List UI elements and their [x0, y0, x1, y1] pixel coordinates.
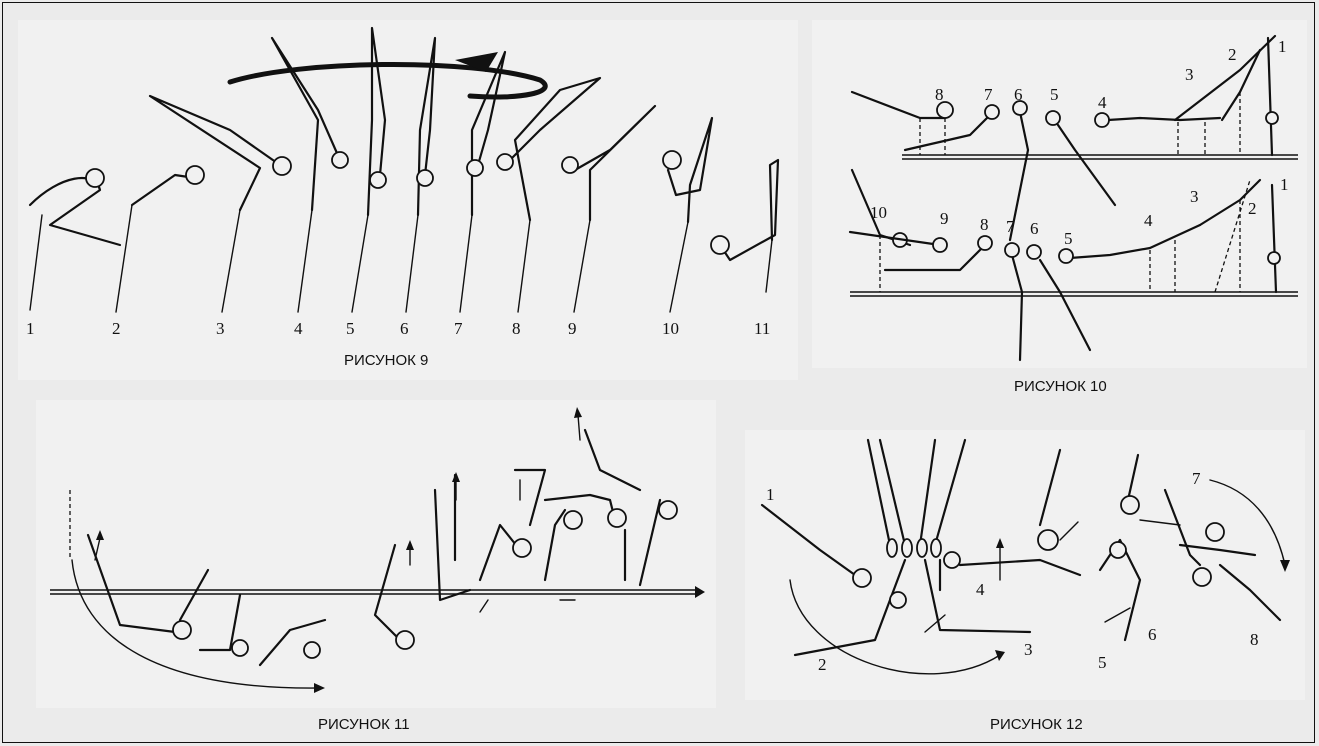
- fig12-label-3: 3: [1024, 640, 1033, 659]
- fig12-label-1: 1: [766, 485, 775, 504]
- fig12-figures: [762, 440, 1280, 655]
- fig12-label-5: 5: [1098, 653, 1107, 672]
- fig12-label-2: 2: [818, 655, 827, 674]
- fig12-label-8: 8: [1250, 630, 1259, 649]
- fig12-label-7: 7: [1192, 469, 1201, 488]
- fig12-label-6: 6: [1148, 625, 1157, 644]
- fig12-position-labels: 1 2 3 4 5 6 7 8: [766, 469, 1259, 674]
- fig12-label-4: 4: [976, 580, 985, 599]
- figure-12-caption: РИСУНОК 12: [990, 716, 1083, 733]
